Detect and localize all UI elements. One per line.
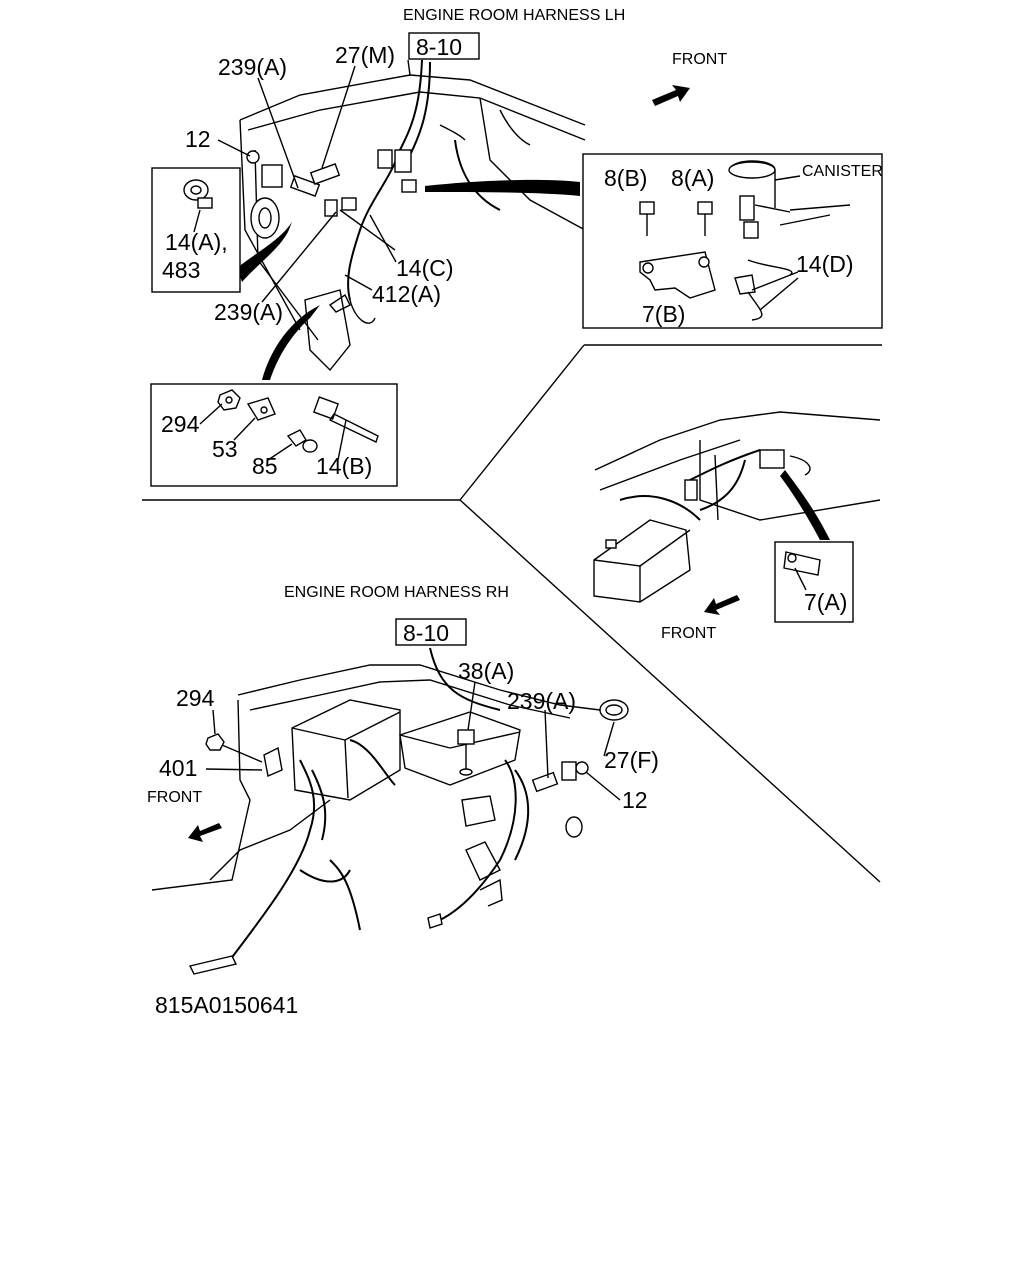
front-arrow-rh-icon — [188, 823, 222, 842]
label-294-top: 294 — [161, 411, 200, 437]
label-401: 401 — [159, 755, 197, 781]
label-8a: 8(A) — [671, 165, 714, 191]
nut-294-icon — [217, 389, 241, 411]
label-14a-483-line2: 483 — [162, 257, 200, 283]
label-14d: 14(D) — [796, 251, 854, 277]
front-arrow-lh-icon — [652, 85, 690, 106]
tie-14b-icon — [312, 396, 379, 443]
label-12-rh: 12 — [622, 787, 648, 813]
clip-85-icon — [286, 429, 318, 453]
front-arrow-mid-icon — [704, 595, 740, 615]
ref-box-lh[interactable] — [408, 32, 480, 60]
title-lh: ENGINE ROOM HARNESS LH — [403, 7, 625, 24]
clip-14a-icon — [183, 179, 213, 233]
label-14a-483-line1: 14(A), — [165, 229, 228, 255]
label-8b: 8(B) — [604, 165, 647, 191]
bracket-7a-icon — [783, 551, 821, 591]
label-53: 53 — [212, 436, 238, 462]
label-412a: 412(A) — [372, 281, 441, 307]
label-12-top: 12 — [185, 126, 211, 152]
connector-14d-icon — [734, 195, 793, 321]
ref-box-lh-text: 8-10 — [416, 34, 462, 60]
lh-leader-lines — [217, 65, 397, 303]
bolt-8a-icon — [697, 201, 713, 236]
bolt-8b-icon — [639, 201, 655, 236]
label-38a: 38(A) — [458, 658, 514, 684]
label-85: 85 — [252, 453, 278, 479]
drawing-code: 815A0150641 — [155, 992, 298, 1018]
canister-icon — [728, 160, 851, 226]
label-7b: 7(B) — [642, 301, 685, 327]
label-14c: 14(C) — [396, 255, 454, 281]
inset-294-53-85-14b[interactable] — [150, 383, 398, 487]
lh-engine-room-drawing — [237, 59, 586, 380]
rh-engine-room-drawing — [151, 647, 629, 975]
front-label-rh: FRONT — [147, 789, 202, 806]
ref-box-rh-text: 8-10 — [403, 620, 449, 646]
label-239a-rh: 239(A) — [507, 688, 576, 714]
mid-engine-room-drawing — [593, 411, 881, 603]
inset-canister[interactable] — [582, 153, 883, 329]
bracket-53-icon — [246, 397, 276, 421]
title-rh: ENGINE ROOM HARNESS RH — [284, 584, 509, 601]
rh-leader-lines — [205, 681, 621, 801]
label-27f: 27(F) — [604, 747, 659, 773]
label-239a-top: 239(A) — [218, 54, 287, 80]
label-239a-bottom: 239(A) — [214, 299, 283, 325]
label-7a: 7(A) — [804, 589, 847, 615]
front-label-mid: FRONT — [661, 625, 716, 642]
bracket-7b-icon — [639, 251, 716, 299]
section-dividers — [142, 344, 882, 883]
label-27m: 27(M) — [335, 42, 395, 68]
label-294-bottom: 294 — [176, 685, 215, 711]
front-label-lh: FRONT — [672, 51, 727, 68]
label-14b: 14(B) — [316, 453, 372, 479]
label-canister: CANISTER — [802, 163, 883, 180]
ref-box-rh[interactable] — [395, 618, 467, 646]
